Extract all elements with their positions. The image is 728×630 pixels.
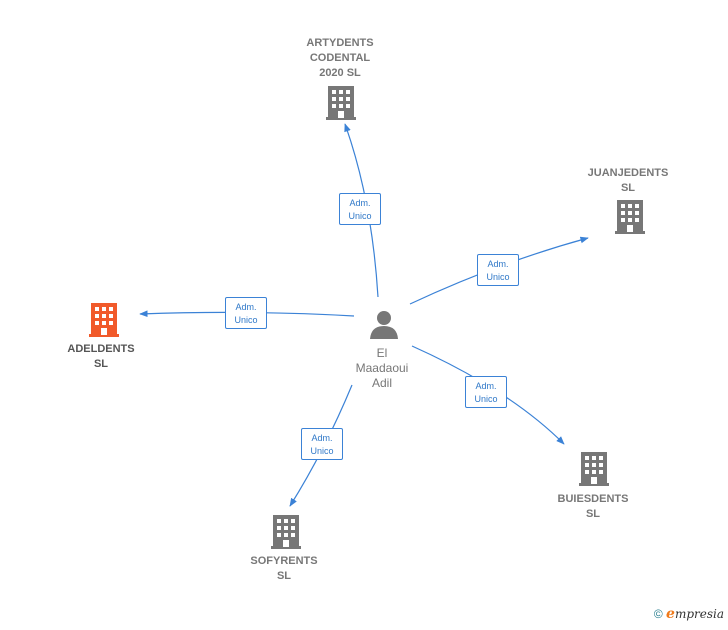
building-icon-juanjedents — [615, 200, 645, 234]
edge-label-buiesdents: Adm. Unico — [465, 376, 507, 408]
edge-label-adeldents: Adm. Unico — [225, 297, 267, 329]
copyright-icon: © — [653, 607, 663, 621]
edge-label-line2: Unico — [486, 272, 510, 282]
footer-brand: © empresia — [654, 606, 724, 622]
edge-label-line2: Unico — [310, 446, 334, 456]
edge-label-juanjedents: Adm. Unico — [477, 254, 519, 286]
building-icon-adeldents — [89, 303, 119, 337]
edge-label-line2: Unico — [474, 394, 498, 404]
edge-label-line1: Adm. — [349, 198, 371, 208]
edge-label-line1: Adm. — [235, 302, 257, 312]
edge-label-line1: Adm. — [311, 433, 333, 443]
edge-label-line2: Unico — [348, 211, 372, 221]
company-name-adeldents[interactable]: ADELDENTS SL — [67, 343, 135, 370]
edge-label-line2: Unico — [234, 315, 258, 325]
brand-rest: mpresia — [674, 607, 724, 621]
edge-label-artydents: Adm. Unico — [339, 193, 381, 225]
edge-label-line1: Adm. — [475, 381, 497, 391]
company-name-artydents[interactable]: ARTYDENTS CODENTAL 2020 SL — [306, 37, 374, 79]
edge-label-line1: Adm. — [487, 259, 509, 269]
company-name-buiesdents[interactable]: BUIESDENTS SL — [557, 493, 629, 520]
building-icon-buiesdents — [579, 452, 609, 486]
person-icon — [370, 311, 398, 339]
person-name[interactable]: El Maadaoui Adil — [355, 346, 409, 390]
brand-initial: e — [666, 606, 675, 622]
building-icon-sofyrents — [271, 515, 301, 549]
edge-label-sofyrents: Adm. Unico — [301, 428, 343, 460]
building-icon-artydents — [326, 86, 356, 120]
company-name-juanjedents[interactable]: JUANJEDENTS SL — [587, 167, 669, 194]
company-name-sofyrents[interactable]: SOFYRENTS SL — [250, 555, 318, 582]
brand-logo: empresia — [666, 606, 724, 622]
